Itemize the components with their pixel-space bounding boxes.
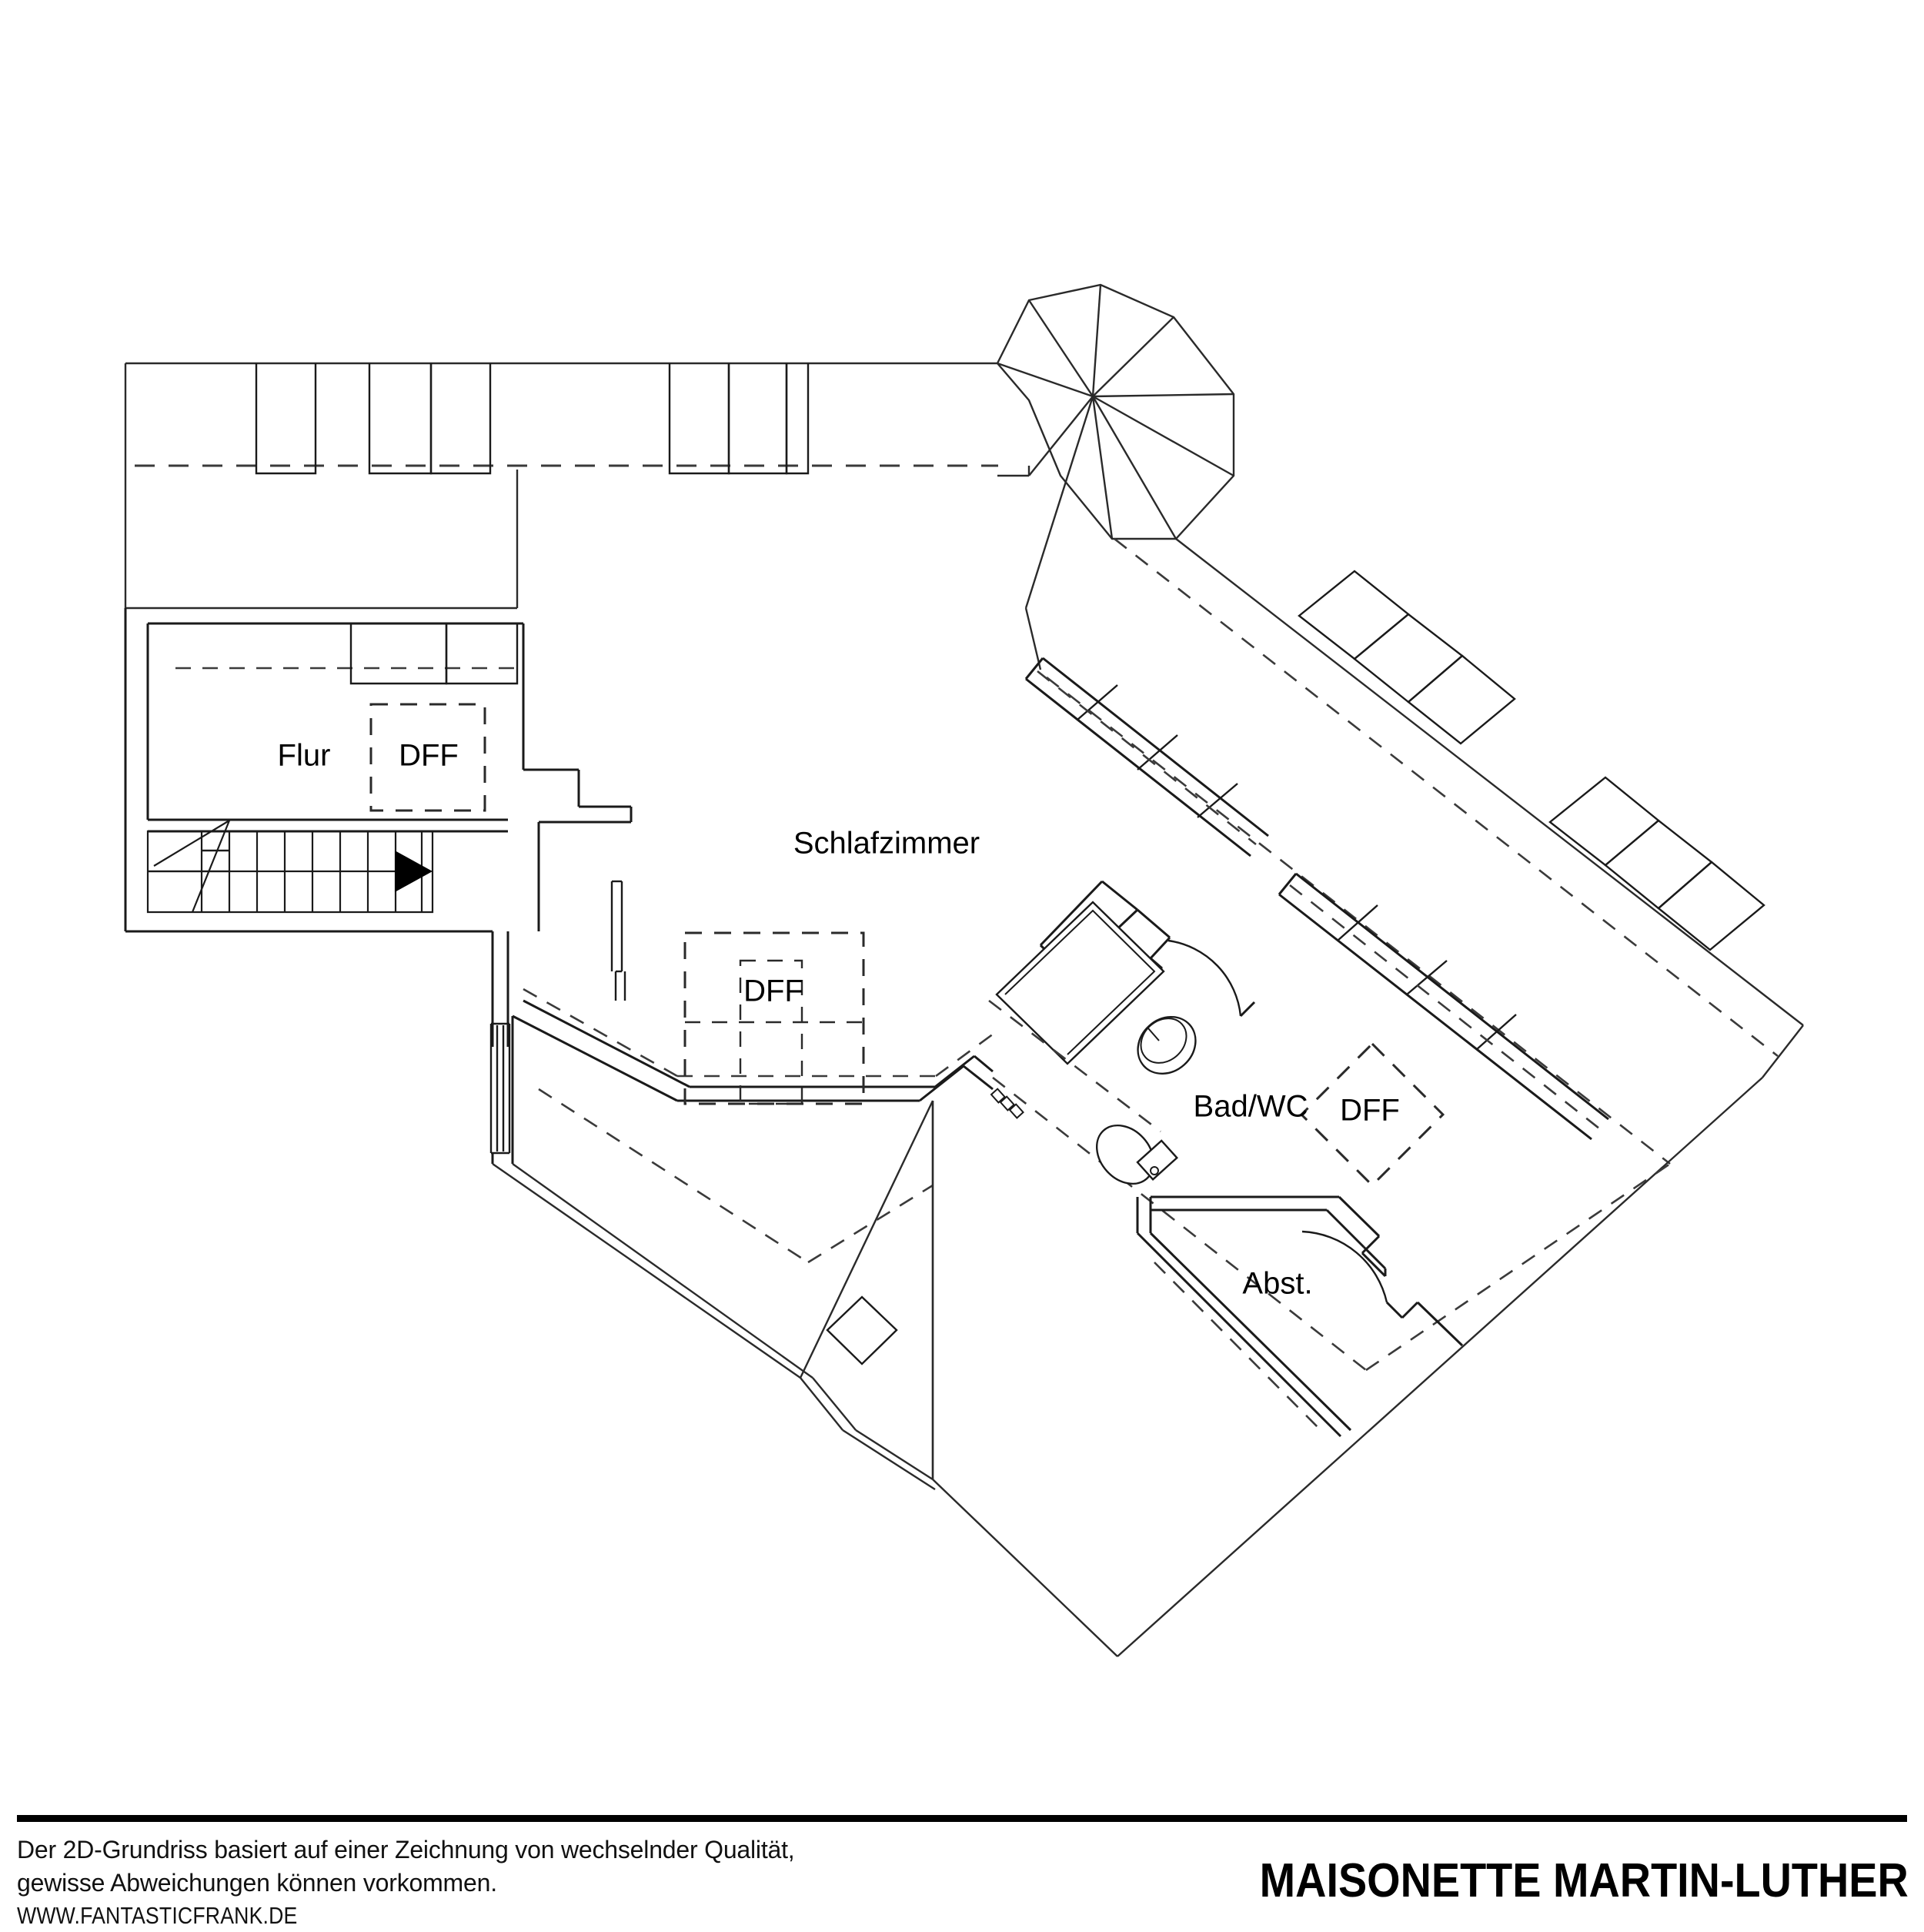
- abst-walls: [1136, 1195, 1464, 1438]
- washbasin: [1137, 1015, 1197, 1075]
- dff-box-bad: [1299, 1041, 1445, 1188]
- bad-wc-walls: [988, 880, 1256, 1185]
- lower-left-roof-planes: [492, 1088, 936, 1491]
- room-label-bad-wc: Bad/WC: [1194, 1090, 1308, 1124]
- toilet: [1095, 1124, 1178, 1185]
- page-title: MAISONETTE MARTIN-LUTHER: [1259, 1854, 1909, 1907]
- diagonal-right-wing-roof: [1024, 537, 1804, 1165]
- stair-direction-arrow: [395, 851, 433, 892]
- schlafzimmer-angled-walls: [489, 880, 997, 1164]
- octagonal-turret-roof: [996, 283, 1235, 609]
- room-label-flur: Flur: [278, 739, 331, 773]
- top-roof-band: [124, 362, 998, 610]
- dff-label-bad: DFF: [1340, 1094, 1400, 1128]
- brand-url[interactable]: WWW.FANTASTICFRANK.DE: [17, 1902, 298, 1930]
- room-label-abst: Abst.: [1242, 1267, 1312, 1301]
- skylight-icon: [826, 1295, 898, 1365]
- faucet: [990, 1088, 1024, 1119]
- dff-label-flur: DFF: [399, 739, 459, 773]
- lower-right-roof-plane: [931, 1076, 1763, 1657]
- window-left-wall: [489, 1022, 511, 1155]
- footer-divider: [17, 1815, 1907, 1822]
- bathtub: [995, 901, 1165, 1065]
- inner-diagonal-wall: [1024, 657, 1269, 857]
- dff-box-flur: [369, 703, 486, 812]
- dff-box-schlafzimmer: [683, 931, 865, 1105]
- dff-label-schlafzimmer: DFF: [743, 974, 803, 1008]
- disclaimer-line-1: Der 2D-Grundriss basiert auf einer Zeich…: [17, 1836, 795, 1863]
- door-arc-bad-wc: [1167, 939, 1242, 1017]
- diagonal-wing-window-band-upper: [1298, 570, 1765, 951]
- flur-walls: [124, 608, 633, 933]
- door-arc-abst: [1301, 1230, 1388, 1303]
- inner-diagonal-wall-lower: [1278, 872, 1609, 1141]
- disclaimer-text: Der 2D-Grundriss basiert auf einer Zeich…: [17, 1833, 795, 1932]
- disclaimer-line-2: gewisse Abweichungen können vorkommen.: [17, 1869, 497, 1897]
- room-label-schlafzimmer: Schlafzimmer: [793, 827, 980, 861]
- staircase: [146, 820, 434, 914]
- page-footer: Der 2D-Grundriss basiert auf einer Zeich…: [0, 1793, 1924, 1929]
